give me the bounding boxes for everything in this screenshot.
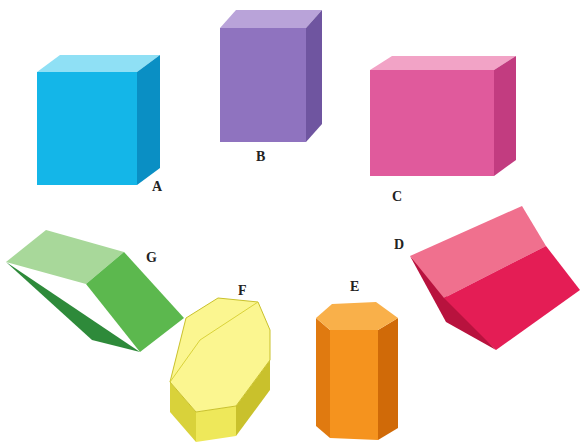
cube	[37, 55, 160, 185]
shape-letter: F	[238, 284, 247, 298]
tall-cuboid	[220, 10, 322, 142]
triangular-prism	[6, 230, 184, 352]
shape-letter: G	[146, 251, 157, 265]
shape-letter: E	[350, 280, 359, 294]
shape-letter: A	[152, 180, 162, 194]
shape-letter: D	[394, 238, 404, 252]
wide-cuboid	[370, 56, 516, 176]
shape-letter: C	[392, 190, 402, 204]
hexagonal-prism	[316, 302, 398, 440]
hexagonal-prism	[170, 298, 270, 442]
shape-letter: B	[256, 150, 265, 164]
triangular-prism	[410, 206, 580, 350]
